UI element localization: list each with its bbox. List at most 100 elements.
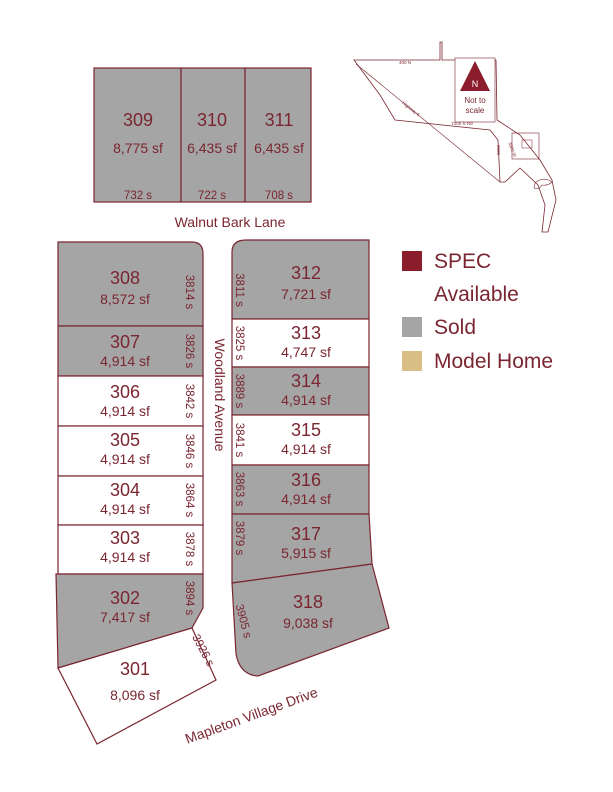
street-mapleton-village-drive: Mapleton Village Drive (183, 684, 320, 747)
inset-parcel (511, 132, 540, 160)
lot-address: 3894 s (183, 581, 195, 616)
lot-size: 8,775 sf (113, 140, 163, 156)
lot-number: 315 (291, 420, 321, 440)
inset-label-3900w: 3900 W (507, 141, 517, 158)
lot-address: 3878 s (183, 532, 195, 567)
lot-size: 5,915 sf (281, 545, 331, 561)
lot-number: 318 (293, 592, 323, 612)
lot-size: 8,096 sf (110, 687, 160, 703)
legend-item-spec: SPEC Available (402, 250, 519, 306)
lot-304[interactable]: 304 4,914 sf 3864 s (57, 475, 204, 526)
lot-310[interactable]: 310 6,435 sf 722 s (180, 67, 246, 203)
street-woodland-avenue: Woodland Avenue (212, 338, 228, 451)
lot-number: 302 (110, 588, 140, 608)
lot-313[interactable]: 313 4,747 sf 3825 s (231, 318, 370, 368)
inset-outline (353, 41, 557, 233)
lot-address: 3846 s (183, 434, 195, 469)
inset-label-400n: 400 N (399, 60, 411, 65)
lot-309[interactable]: 309 8,775 sf 732 s (93, 67, 182, 203)
lot-size: 4,914 sf (281, 392, 331, 408)
lot-size: 4,914 sf (100, 403, 150, 419)
lot-size: 4,914 sf (100, 549, 150, 565)
legend-swatch-spec (402, 251, 422, 271)
lot-size: 8,572 sf (100, 291, 150, 307)
lot-size: 9,038 sf (283, 615, 333, 631)
lot-312[interactable]: 312 7,721 sf 3811 s (231, 239, 370, 320)
legend-label-available: Available (434, 283, 519, 306)
lot-number: 317 (291, 524, 321, 544)
lot-size: 4,914 sf (281, 441, 331, 457)
inset-road-diagonal (355, 63, 501, 183)
lot-address: 3879 s (233, 521, 245, 556)
lot-number: 309 (123, 110, 153, 130)
lot-317[interactable]: 317 5,915 sf 3879 s (231, 513, 373, 584)
lot-314[interactable]: 314 4,914 sf 3889 s (231, 366, 370, 416)
legend-item-model: Model Home (402, 350, 553, 373)
lot-size: 7,721 sf (281, 286, 331, 302)
legend-swatch-model (402, 351, 422, 371)
lot-318[interactable]: 318 9,038 sf 3905 s (231, 563, 390, 677)
lot-size: 6,435 sf (187, 140, 237, 156)
lot-308[interactable]: 308 8,572 sf 3814 s (57, 241, 204, 327)
lot-number: 311 (265, 110, 294, 130)
lot-address: 3864 s (183, 483, 195, 518)
inset-label-highway: Highway 6 (401, 100, 421, 117)
scale-note-line1: Not to (464, 96, 486, 105)
lot-number: 304 (110, 480, 140, 500)
lot-size: 4,747 sf (281, 344, 331, 360)
legend-swatch-sold (402, 317, 422, 337)
lot-size: 4,914 sf (100, 451, 150, 467)
lot-address: 3889 s (233, 374, 245, 409)
lot-address: 3863 s (233, 472, 245, 507)
lot-number: 313 (291, 323, 321, 343)
inset-label-3900: 3900 (496, 145, 501, 156)
north-label: N (472, 79, 479, 89)
lot-address: 722 s (198, 190, 226, 202)
lot-number: 306 (110, 382, 140, 402)
lot-302[interactable]: 302 7,417 sf 3894 s (55, 573, 204, 669)
lot-number: 310 (197, 110, 227, 130)
lot-307[interactable]: 307 4,914 sf 3826 s (57, 325, 204, 377)
legend-label-model: Model Home (434, 350, 553, 373)
legend-label-sold: Sold (434, 316, 476, 339)
lot-number: 305 (110, 430, 140, 450)
lot-301[interactable]: 301 8,096 sf 3926 s (57, 627, 217, 745)
lot-303[interactable]: 303 4,914 sf 3878 s (57, 524, 204, 575)
lot-size: 7,417 sf (100, 609, 150, 625)
lot-address: 3814 s (183, 275, 195, 310)
lot-number: 303 (110, 528, 140, 548)
lot-number: 312 (291, 263, 321, 283)
lot-address: 708 s (265, 190, 293, 202)
lot-size: 6,435 sf (254, 140, 304, 156)
street-walnut-bark-lane: Walnut Bark Lane (175, 214, 286, 230)
lot-number: 307 (110, 332, 140, 352)
lot-number: 308 (110, 268, 140, 288)
inset-map: N Not to scale 400 N Highway 6 7200 S Rd… (353, 41, 557, 233)
lot-address: 732 s (124, 190, 152, 202)
lot-size: 4,914 sf (281, 491, 331, 507)
lot-address: 3826 s (183, 334, 195, 369)
lot-number: 316 (291, 470, 321, 490)
inset-pond (533, 178, 553, 189)
lot-address: 3811 s (233, 273, 245, 307)
lot-306[interactable]: 306 4,914 sf 3842 s (57, 375, 204, 427)
lot-size: 4,914 sf (100, 501, 150, 517)
lot-number: 314 (291, 371, 321, 391)
lot-address: 3842 s (183, 384, 195, 419)
lot-315[interactable]: 315 4,914 sf 3841 s (231, 414, 370, 466)
lot-311[interactable]: 311 6,435 sf 708 s (244, 67, 312, 203)
lot-305[interactable]: 305 4,914 sf 3846 s (57, 425, 204, 477)
lot-address: 3841 s (233, 423, 245, 458)
inset-label-7200s: 7200 S Rd (451, 121, 473, 126)
legend: SPEC Available Sold Model Home (402, 250, 553, 373)
inset-parcel-inner (521, 139, 533, 149)
legend-item-sold: Sold (402, 316, 476, 339)
north-arrow-icon (460, 61, 490, 91)
lot-316[interactable]: 316 4,914 sf 3863 s (231, 464, 370, 515)
north-badge: N Not to scale (454, 57, 496, 123)
lot-address: 3825 s (233, 326, 245, 361)
lot-size: 4,914 sf (100, 353, 150, 369)
legend-label-spec: SPEC (434, 250, 491, 273)
lot-number: 301 (120, 659, 150, 679)
